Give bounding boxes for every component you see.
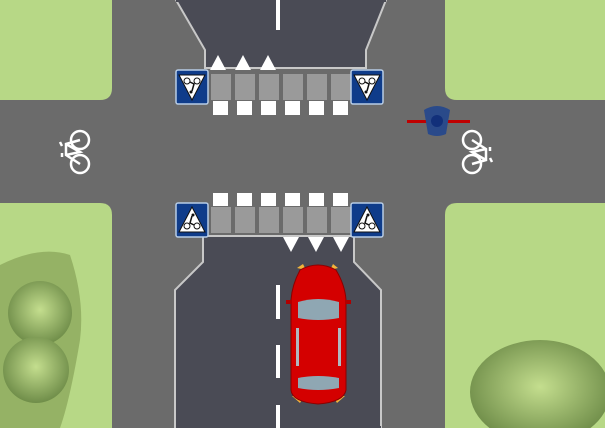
lane-north bbox=[174, 0, 388, 69]
bicycle-crossing-sign-icon bbox=[175, 202, 209, 238]
grass-top-left bbox=[0, 0, 112, 100]
bicycle-crossing-sign-icon bbox=[350, 69, 384, 105]
yield-triangle-icon bbox=[210, 55, 276, 70]
tree bbox=[3, 337, 69, 403]
cyclist-icon bbox=[407, 106, 470, 136]
grass-top-right bbox=[445, 0, 605, 100]
bicycle-crossing-sign-icon bbox=[175, 69, 209, 105]
cycle-crossing-north bbox=[210, 55, 351, 115]
yield-triangle-icon bbox=[283, 237, 349, 252]
tree bbox=[8, 281, 72, 345]
tree bbox=[470, 340, 605, 428]
car-icon bbox=[286, 264, 351, 405]
center-line bbox=[276, 0, 280, 428]
bicycle-crossing-sign-icon bbox=[350, 202, 384, 238]
cycle-crossing-south bbox=[211, 193, 351, 252]
lane-south bbox=[174, 235, 382, 428]
